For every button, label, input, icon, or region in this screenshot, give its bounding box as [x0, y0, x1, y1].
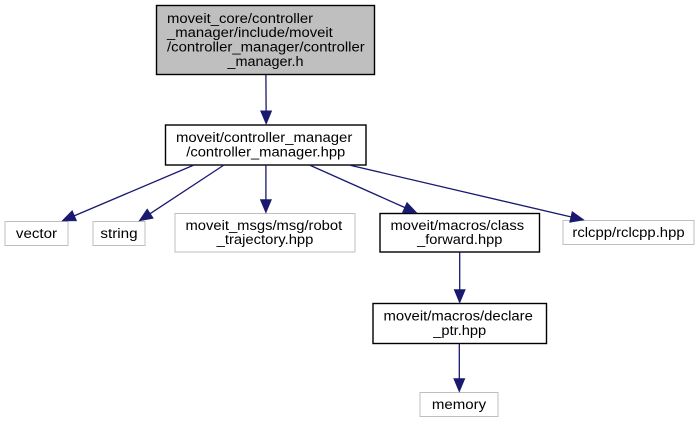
svg-text:/controller_manager.hpp: /controller_manager.hpp: [186, 144, 345, 159]
svg-text:memory: memory: [432, 397, 487, 412]
svg-text:_manager/include/moveit: _manager/include/moveit: [166, 25, 333, 40]
svg-text:moveit_msgs/msg/robot: moveit_msgs/msg/robot: [186, 218, 343, 233]
svg-text:moveit/controller_manager: moveit/controller_manager: [176, 130, 353, 145]
svg-text:string: string: [100, 226, 137, 241]
svg-text:/controller_manager/controller: /controller_manager/controller: [167, 39, 365, 54]
svg-text:_trajectory.hpp: _trajectory.hpp: [216, 232, 314, 247]
svg-text:moveit_core/controller: moveit_core/controller: [167, 11, 314, 26]
svg-text:moveit/macros/class: moveit/macros/class: [391, 218, 525, 233]
svg-text:_forward.hpp: _forward.hpp: [416, 232, 502, 247]
svg-text:moveit/macros/declare: moveit/macros/declare: [384, 309, 533, 324]
svg-text:_ptr.hpp: _ptr.hpp: [432, 323, 486, 338]
svg-text:_manager.h: _manager.h: [226, 54, 303, 69]
svg-text:vector: vector: [16, 226, 58, 241]
svg-text:rclcpp/rclcpp.hpp: rclcpp/rclcpp.hpp: [572, 225, 684, 240]
